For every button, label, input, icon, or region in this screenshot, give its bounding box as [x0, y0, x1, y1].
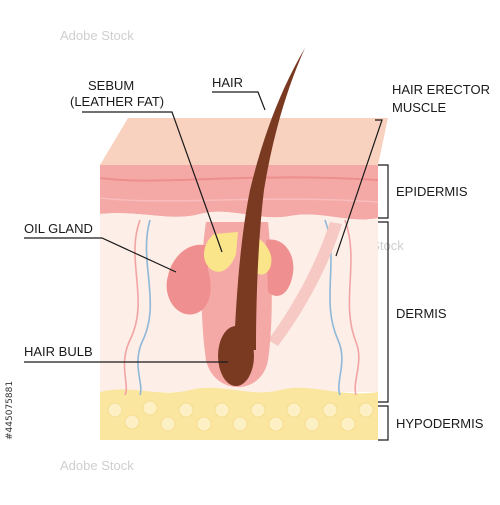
epidermis-surface [100, 118, 388, 165]
epidermis-layer [100, 165, 378, 220]
label-sebum: SEBUM [88, 78, 134, 93]
sebum-left [203, 232, 238, 272]
label-hair-erector-sub: MUSCLE [392, 100, 447, 115]
labels: HAIR SEBUM (LEATHER FAT) HAIR ERECTOR MU… [24, 75, 490, 431]
hair-erector-muscle [268, 222, 342, 346]
label-oil-gland: OIL GLAND [24, 221, 93, 236]
stock-id: #445075881 [5, 381, 15, 440]
hair-bulb-shape [218, 326, 254, 386]
oil-gland-left [166, 244, 211, 315]
epidermis-line [99, 176, 379, 182]
label-hair-bulb: HAIR BULB [24, 344, 93, 359]
watermark-brand-1: Adobe Stock [60, 28, 134, 43]
label-hypodermis: HYPODERMIS [396, 416, 484, 431]
label-hair: HAIR [212, 75, 243, 90]
label-hair-erector: HAIR ERECTOR [392, 82, 490, 97]
layer-brackets [378, 164, 389, 441]
fat-cells [107, 400, 374, 432]
watermark-brand-3: Adobe Stock [60, 458, 134, 473]
oil-gland-right [266, 239, 294, 296]
epidermis-line-2 [99, 197, 379, 203]
hair-shaft [234, 48, 305, 350]
label-dermis: DERMIS [396, 306, 447, 321]
label-epidermis: EPIDERMIS [396, 184, 468, 199]
label-sebum-sub: (LEATHER FAT) [70, 94, 164, 109]
leader-lines [24, 91, 383, 363]
